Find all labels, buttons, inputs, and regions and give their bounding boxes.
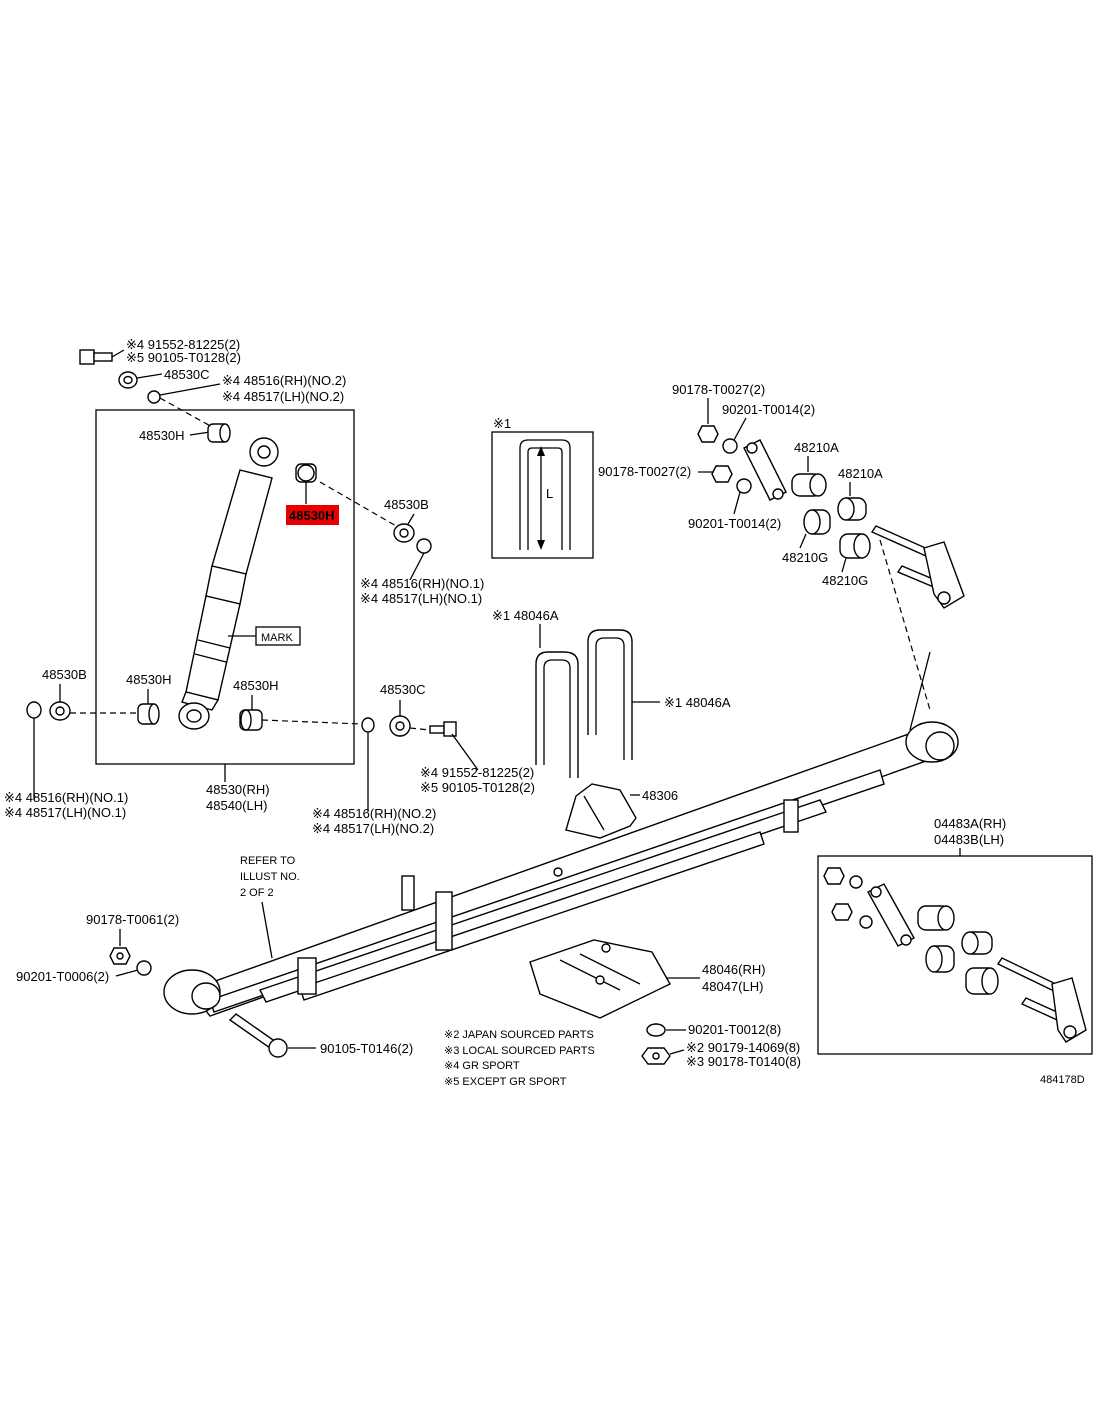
- leaf-spring-icon: [163, 721, 959, 1017]
- ubolt-dimension-box: [491, 431, 594, 559]
- bushing-48530h-mid-icon: [239, 709, 263, 731]
- top-bolt-icon: [79, 349, 113, 365]
- rh-no1-right-label: ※4 48516(RH)(NO.1): [360, 576, 484, 591]
- refer-line-1: REFER TO: [240, 855, 296, 867]
- nut-t0027-2-label: 90178-T0027(2): [598, 464, 691, 479]
- spring-rh-label: 04483A(RH): [934, 816, 1006, 831]
- washer-t0012-icon: [646, 1023, 666, 1037]
- mark-box: [255, 626, 301, 646]
- bush-48210a-2-label: 48210A: [838, 466, 883, 481]
- washer-no2-bottom-icon: [361, 717, 375, 733]
- bushing-48530h-top-icon: [207, 423, 231, 443]
- nut-14069-label: ※2 90179-14069(8): [686, 1040, 800, 1055]
- bolt-t0146-label: 90105-T0146(2): [320, 1041, 413, 1056]
- ubolt-2-label: ※1 48046A: [664, 695, 731, 710]
- nut-t0061-label: 90178-T0061(2): [86, 912, 179, 927]
- ubolt-dimension-icon: [519, 439, 571, 550]
- top-bolt-label-1: ※4 91552-81225(2): [126, 337, 240, 352]
- bush-48530h-top-label: 48530H: [139, 428, 185, 443]
- spring-lh-label: 04483B(LH): [934, 832, 1004, 847]
- washer-t0014-2-label: 90201-T0014(2): [688, 516, 781, 531]
- washer-t0006-icon: [136, 960, 152, 976]
- washer-t0014-2-icon: [736, 478, 752, 494]
- note-3: ※3 LOCAL SOURCED PARTS: [444, 1045, 595, 1057]
- bushing-48530h-highlight-icon: [295, 463, 317, 483]
- bottom-bolt-label-1: ※4 91552-81225(2): [420, 765, 534, 780]
- top-bolt-label-2: ※5 90105-T0128(2): [126, 350, 241, 365]
- bumper-48306-label: 48306: [642, 788, 678, 803]
- bush-48210g-2-label: 48210G: [822, 573, 868, 588]
- bushing-48210g-2-icon: [839, 533, 871, 559]
- bush-48530h-mid-label: 48530H: [233, 678, 279, 693]
- washer-48530b-right-label: 48530B: [384, 497, 429, 512]
- ubolt-1-label: ※1 48046A: [492, 608, 559, 623]
- spring-assembly-parts-icon: [823, 867, 1087, 1043]
- washer-t0012-label: 90201-T0012(8): [688, 1022, 781, 1037]
- nut-t0027-1-label: 90178-T0027(2): [672, 382, 765, 397]
- spring-seat-icon: [529, 939, 671, 1019]
- nut-t0027-2-icon: [711, 465, 733, 483]
- note-5: ※5 EXCEPT GR SPORT: [444, 1076, 567, 1088]
- shackle-plate-icon: [743, 439, 787, 501]
- ubolt-box-ref-label: ※1: [493, 416, 511, 431]
- bolt-t0146-icon: [228, 1013, 288, 1058]
- nut-t0140-label: ※3 90178-T0140(8): [686, 1054, 801, 1069]
- bush-48210g-1-label: 48210G: [782, 550, 828, 565]
- highlight-box: [286, 505, 339, 525]
- nut-14069-icon: [641, 1047, 671, 1065]
- shackle-bolt-icon: [870, 525, 965, 609]
- washer-no1-left-icon: [26, 701, 42, 719]
- lh-no1-right-label: ※4 48517(LH)(NO.1): [360, 591, 482, 606]
- lh-no2-top-label: ※4 48517(LH)(NO.2): [222, 389, 344, 404]
- bushing-48530h-left-icon: [137, 703, 160, 725]
- ubolt-1-icon: [535, 651, 579, 778]
- bushing-48210a-2-icon: [837, 497, 867, 521]
- note-2: ※2 JAPAN SOURCED PARTS: [444, 1029, 594, 1041]
- washer-t0014-1-label: 90201-T0014(2): [722, 402, 815, 417]
- bush-48530h-left-label: 48530H: [126, 672, 172, 687]
- washer-48530c-top-label: 48530C: [164, 367, 210, 382]
- shock-lh-label: 48540(LH): [206, 798, 267, 813]
- mark-label: MARK: [261, 632, 293, 644]
- washer-t0014-1-icon: [722, 438, 738, 454]
- refer-line-3: 2 OF 2: [240, 887, 274, 899]
- bushing-48210a-1-icon: [791, 473, 827, 497]
- bush-48210a-1-label: 48210A: [794, 440, 839, 455]
- ubolt-2-icon: [587, 629, 633, 760]
- washer-48530b-left-label: 48530B: [42, 667, 87, 682]
- ubolt-dimension-label: L: [546, 486, 553, 501]
- bushing-48210g-1-icon: [803, 509, 831, 535]
- highlighted-part-label[interactable]: 48530H: [289, 508, 335, 523]
- bottom-bolt-label-2: ※5 90105-T0128(2): [420, 780, 535, 795]
- diagram-id-label: 484178D: [1040, 1074, 1085, 1086]
- note-4: ※4 GR SPORT: [444, 1060, 520, 1072]
- nut-t0061-icon: [109, 947, 131, 965]
- seat-rh-label: 48046(RH): [702, 962, 766, 977]
- washer-48530c-mid-label: 48530C: [380, 682, 426, 697]
- rh-no1-left-label: ※4 48516(RH)(NO.1): [4, 790, 128, 805]
- bottom-bolt-icon: [429, 721, 457, 737]
- washer-no1-right-icon: [416, 538, 432, 554]
- lh-no2-bottom-label: ※4 48517(LH)(NO.2): [312, 821, 434, 836]
- shock-rh-label: 48530(RH): [206, 782, 270, 797]
- bumper-48306-icon: [565, 783, 637, 839]
- lh-no1-left-label: ※4 48517(LH)(NO.1): [4, 805, 126, 820]
- seat-lh-label: 48047(LH): [702, 979, 763, 994]
- nut-t0027-1-icon: [697, 425, 719, 443]
- refer-line-2: ILLUST NO.: [240, 871, 300, 883]
- shock-absorber-icon: [178, 437, 279, 730]
- spring-assembly-box: [817, 855, 1093, 1055]
- washer-t0006-label: 90201-T0006(2): [16, 969, 109, 984]
- rh-no2-bottom-label: ※4 48516(RH)(NO.2): [312, 806, 436, 821]
- washer-no2-top-icon: [147, 390, 161, 404]
- rh-no2-top-label: ※4 48516(RH)(NO.2): [222, 373, 346, 388]
